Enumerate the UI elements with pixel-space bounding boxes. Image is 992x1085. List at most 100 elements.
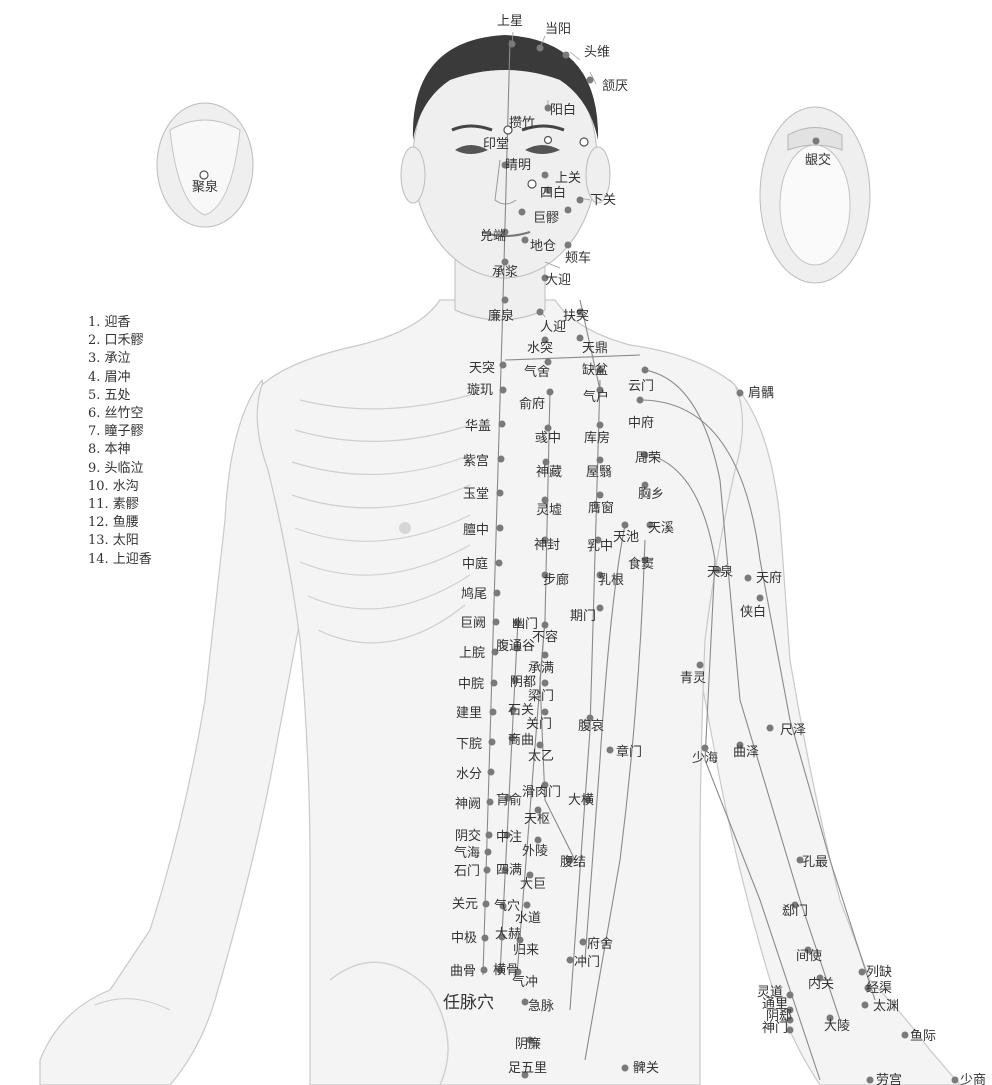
numbered-point-item: 14. 上迎香 — [88, 551, 152, 569]
label-shimen: 石门 — [454, 864, 480, 879]
label-shidou: 食窦 — [628, 556, 654, 572]
label-shaoshang: 少商 — [960, 1073, 986, 1085]
label-huaroumen: 滑肉门 — [522, 785, 561, 800]
numbered-point-item: 8. 本神 — [88, 441, 152, 459]
label-shangqu: 商曲 — [508, 733, 534, 748]
label-dicang: 地仓 — [530, 239, 556, 254]
label-shaohai: 少海 — [692, 751, 718, 766]
label-zuwuli: 足五里 — [508, 1061, 547, 1076]
label-taiyuan: 太渊 — [873, 999, 899, 1014]
label-zhongfu: 中府 — [628, 416, 654, 431]
label-xiongxiang: 胸乡 — [638, 487, 664, 502]
label-ruzhong: 乳中 — [587, 539, 613, 554]
numbered-point-item: 3. 承泣 — [88, 350, 152, 368]
label-touwei: 头维 — [584, 45, 610, 60]
label-dangyang: 当阳 — [545, 22, 571, 37]
label-kongzui: 孔最 — [802, 855, 828, 870]
label-daying: 大迎 — [545, 273, 571, 288]
label-quze: 曲泽 — [733, 745, 759, 760]
label-futonggu: 腹通谷 — [496, 638, 535, 654]
label-chongmen: 冲门 — [574, 955, 600, 970]
label-chengjiang: 承浆 — [492, 265, 518, 280]
label-yingchuang: 膺窗 — [588, 500, 614, 516]
label-qishe: 气舍 — [524, 364, 550, 380]
numbered-point-item: 10. 水沟 — [88, 478, 152, 496]
label-liangmen: 梁门 — [528, 689, 554, 704]
label-zhongwan: 中脘 — [458, 677, 484, 692]
inset-label-right: 龈交 — [805, 152, 831, 168]
label-chize: 尺泽 — [780, 723, 806, 738]
label-zhongji: 中极 — [451, 931, 477, 946]
label-yuzhong: 彧中 — [535, 431, 561, 446]
label-bulang: 步廊 — [543, 572, 569, 588]
label-zhongting: 中庭 — [462, 556, 488, 572]
label-biguan: 髀关 — [633, 1061, 659, 1076]
label-shangwan: 上脘 — [459, 646, 485, 661]
label-yintang: 印堂 — [483, 137, 509, 152]
label-jingming: 睛明 — [505, 158, 531, 173]
label-yangbai: 阳白 — [550, 102, 576, 118]
numbered-point-item: 5. 五处 — [88, 387, 152, 405]
label-yunmen: 云门 — [628, 379, 654, 394]
numbered-point-item: 4. 眉冲 — [88, 369, 152, 387]
label-tianchi: 天池 — [613, 530, 639, 545]
numbered-point-item: 7. 瞳子髎 — [88, 423, 152, 441]
label-yuji: 鱼际 — [910, 1028, 936, 1044]
label-xuanji: 璇玑 — [467, 383, 493, 398]
label-kufang: 库房 — [584, 430, 610, 446]
yinjiao-gum-point — [813, 138, 820, 145]
label-tianxi: 天溪 — [648, 521, 674, 536]
label-hanyan: 颔厌 — [602, 79, 628, 94]
label-xiabai: 侠白 — [740, 604, 766, 620]
label-guilai: 归来 — [513, 943, 539, 958]
label-yutang: 玉堂 — [463, 487, 489, 502]
label-shenfeng: 神封 — [534, 538, 560, 553]
label-qihu: 气户 — [583, 389, 609, 405]
label-siman: 四满 — [496, 863, 522, 878]
label-tiantu: 天突 — [469, 360, 495, 376]
label-qugu: 曲骨 — [450, 964, 476, 979]
label-shencang: 神藏 — [536, 465, 562, 480]
label-tianfu: 天府 — [756, 571, 782, 586]
numbered-point-list: 1. 迎香 2. 口禾髎 3. 承泣 4. 眉冲 5. 五处 6. 丝竹空 7.… — [88, 314, 152, 569]
label-xiaguan: 下关 — [590, 193, 616, 208]
numbered-point-item: 13. 太阳 — [88, 532, 152, 550]
label-shuitu: 水突 — [527, 340, 553, 356]
label-lingxu: 灵墟 — [536, 503, 562, 518]
label-guanyuan: 关元 — [452, 897, 478, 912]
numbered-point-item: 1. 迎香 — [88, 314, 152, 332]
label-juque: 巨阙 — [460, 616, 486, 631]
tongue-inset — [157, 103, 253, 227]
numbered-point-item: 9. 头临泣 — [88, 460, 152, 478]
label-zhourong: 周荣 — [635, 451, 661, 466]
label-shangguan: 上关 — [555, 171, 581, 186]
numbered-point-item: 11. 素髎 — [88, 496, 152, 514]
label-qichong: 气冲 — [512, 974, 538, 990]
label-shangxing: 上星 — [497, 14, 523, 29]
label-jianli: 建里 — [456, 706, 482, 721]
juquan-point — [200, 171, 208, 179]
label-sibai: 四白 — [540, 185, 566, 201]
label-wuyi: 屋翳 — [586, 465, 612, 480]
label-tianshu: 天枢 — [524, 812, 550, 827]
label-shufu: 俞府 — [519, 396, 545, 412]
label-jingqu: 经渠 — [866, 981, 892, 996]
label-fujie: 腹结 — [560, 854, 586, 870]
chart-caption: 任脉穴 — [443, 993, 494, 1012]
label-jimai: 急脉 — [528, 999, 554, 1014]
label-duiduan: 兑端 — [480, 229, 506, 244]
label-jiuwei: 鸠尾 — [461, 586, 487, 602]
label-daju: 大巨 — [520, 877, 546, 892]
label-qingling: 青灵 — [680, 671, 706, 686]
label-dahe: 大赫 — [495, 927, 521, 942]
label-shenque: 神阙 — [455, 797, 481, 812]
label-fushe: 府舍 — [587, 937, 613, 952]
label-burong: 不容 — [532, 629, 558, 645]
label-lianquan: 廉泉 — [488, 308, 514, 324]
label-wailing: 外陵 — [522, 844, 548, 859]
label-laogong: 劳宫 — [876, 1072, 902, 1085]
label-zigong: 紫宫 — [463, 454, 489, 469]
label-lieque: 列缺 — [866, 965, 892, 980]
label-jianyu: 肩髃 — [748, 385, 774, 401]
